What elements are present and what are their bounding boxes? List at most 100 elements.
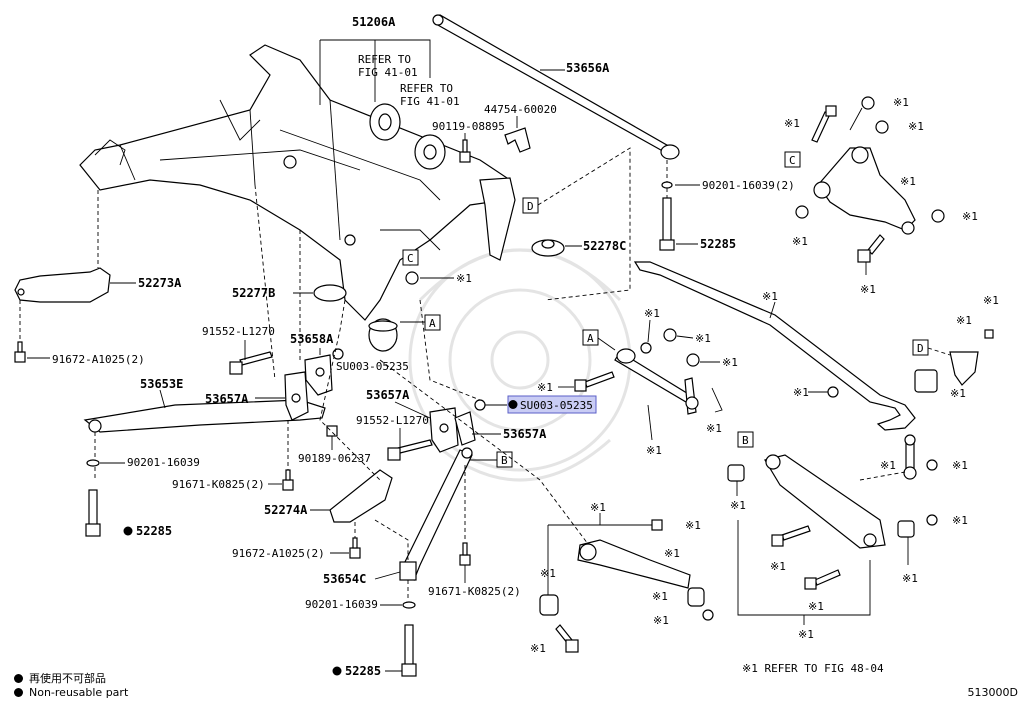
bracket-44754-60020[interactable]	[504, 127, 531, 153]
label-refer-fig-1a: REFER TO	[358, 53, 411, 66]
lower-arm[interactable]	[764, 454, 886, 549]
bolt-x1-trail-h[interactable]	[555, 624, 579, 653]
bolt-x1-toe[interactable]	[574, 371, 615, 392]
bolt-x1-stab-mid[interactable]	[827, 386, 839, 398]
nut-x1-trail-g[interactable]	[702, 609, 714, 621]
plate-52278C[interactable]	[531, 239, 565, 257]
stab-bushing[interactable]	[914, 369, 938, 393]
upper-arm[interactable]	[813, 146, 916, 235]
svg-text:B: B	[501, 454, 508, 467]
label-90201-16039-bottom: 90201-16039	[305, 598, 378, 611]
subframe-bushing-upper[interactable]	[369, 103, 401, 141]
nut-x1-link[interactable]	[926, 459, 938, 471]
label-x1-link-b: ※1	[952, 459, 968, 472]
bolt-52285-right[interactable]	[659, 197, 675, 251]
washer-90201-16039-bottom[interactable]	[402, 601, 416, 609]
stab-bracket[interactable]	[949, 351, 979, 386]
svg-text:A: A	[429, 317, 436, 330]
bolt-x1-lower-e[interactable]	[804, 569, 841, 590]
subframe-bushing-lower[interactable]	[414, 134, 446, 170]
label-x1-trail-h: ※1	[530, 642, 546, 655]
nut-90189-06237[interactable]	[326, 425, 338, 437]
stabilizer-link[interactable]	[903, 434, 917, 480]
label-53657A-left: 53657A	[205, 392, 249, 406]
label-52274A: 52274A	[264, 503, 308, 517]
lateral-rod-53656A[interactable]	[432, 14, 680, 160]
washer-x1-toe[interactable]	[640, 342, 652, 354]
subframe-bushing-front[interactable]	[368, 318, 398, 352]
bracket-53657A-middle[interactable]	[429, 407, 459, 453]
bolt-x1-stab-top[interactable]	[984, 329, 994, 339]
svg-text:D: D	[527, 200, 534, 213]
label-52278C: 52278C	[583, 239, 626, 253]
label-53654C: 53654C	[323, 572, 366, 586]
bracket-53658A[interactable]	[304, 354, 333, 396]
bracket-52274A[interactable]	[329, 469, 393, 523]
nut-x1-upper-e[interactable]	[795, 205, 809, 219]
bolt-91672-A1025-bottom[interactable]	[349, 537, 361, 559]
toe-arm[interactable]	[614, 348, 699, 415]
bolt-52285-bottom[interactable]	[401, 624, 417, 677]
bolt-52285-left[interactable]	[85, 489, 101, 537]
ref-box-A-left: A	[424, 314, 441, 331]
bushing-x1-trail-f[interactable]	[687, 587, 705, 607]
plate-52277B[interactable]	[313, 284, 347, 302]
legend-en: Non-reusable part	[14, 686, 128, 699]
label-x1-lower-b: ※1	[952, 514, 968, 527]
label-53656A: 53656A	[566, 61, 610, 75]
nut-x1-upper-b[interactable]	[861, 96, 875, 110]
label-x1-subframe: ※1	[456, 272, 472, 285]
nut-SU003-05235-highlight[interactable]	[474, 399, 486, 411]
label-90119-08895: 90119-08895	[432, 120, 505, 133]
bolt-91671-K0825-bottom[interactable]	[459, 542, 471, 566]
label-x1-toe-c: ※1	[722, 356, 738, 369]
bushing-x1-lower-a[interactable]	[727, 464, 745, 482]
plate-52273A[interactable]	[14, 267, 111, 303]
nut-x1-subframe[interactable]	[405, 271, 419, 285]
label-x1-upper-f: ※1	[962, 210, 978, 223]
washer-90201-16039-2[interactable]	[661, 181, 673, 189]
bushing-x1-trail-e[interactable]	[539, 594, 559, 616]
bolt-91552-L1270-lower[interactable]	[387, 439, 433, 461]
arm-53654C[interactable]	[399, 447, 473, 581]
bolt-x1-trail-b[interactable]	[651, 519, 663, 531]
label-90201-16039-2: 90201-16039(2)	[702, 179, 795, 192]
label-refer-fig-2a: REFER TO	[400, 82, 453, 95]
svg-text:A: A	[587, 332, 594, 345]
bullet-icon	[14, 674, 23, 683]
nut-x1-toe-top[interactable]	[663, 328, 677, 342]
bolt-91672-A1025-left[interactable]	[14, 341, 26, 363]
label-x1-toe-b: ※1	[695, 332, 711, 345]
nut-x1-lower-b[interactable]	[926, 514, 938, 526]
nut-SU003-05235-left[interactable]	[332, 348, 344, 360]
bolt-x1-lower-d[interactable]	[771, 525, 811, 547]
label-52273A: 52273A	[138, 276, 182, 290]
washer-90201-16039-left[interactable]	[86, 459, 100, 467]
arm-53653E[interactable]	[83, 399, 326, 433]
non-reusable-dot-52285-bottom	[332, 666, 342, 676]
label-91671-K0825-bottom: 91671-K0825(2)	[428, 585, 521, 598]
bolt-90119-08895[interactable]	[459, 139, 471, 163]
bolt-x1-upper-a[interactable]	[811, 105, 837, 143]
stabilizer-bar[interactable]	[633, 261, 916, 431]
label-x1-lower-d: ※1	[770, 560, 786, 573]
bolt-91552-L1270-upper[interactable]	[229, 351, 273, 375]
legend-en-text: Non-reusable part	[29, 686, 129, 699]
trailing-arm[interactable]	[577, 539, 691, 589]
nut-x1-upper-f[interactable]	[931, 209, 945, 223]
label-52285-bottom: 52285	[345, 664, 381, 678]
bolt-x1-upper-g[interactable]	[857, 234, 885, 263]
bracket-53657A-left[interactable]	[284, 371, 309, 421]
bushing-x1-lower-b[interactable]	[897, 520, 915, 538]
bolt-91671-K0825-left[interactable]	[282, 469, 294, 491]
highlight-SU003-05235[interactable]	[507, 395, 597, 414]
nut-x1-toe-mid[interactable]	[686, 353, 700, 367]
label-x1-trail-b: ※1	[685, 519, 701, 532]
label-refer-fig-2b: FIG 41-01	[400, 95, 460, 108]
label-x1-trail-a: ※1	[590, 501, 606, 514]
label-x1-upper-b: ※1	[893, 96, 909, 109]
label-53657A-middle: 53657A	[366, 388, 410, 402]
non-reusable-dot-52285-left	[123, 526, 133, 536]
nut-x1-upper-c[interactable]	[875, 120, 889, 134]
